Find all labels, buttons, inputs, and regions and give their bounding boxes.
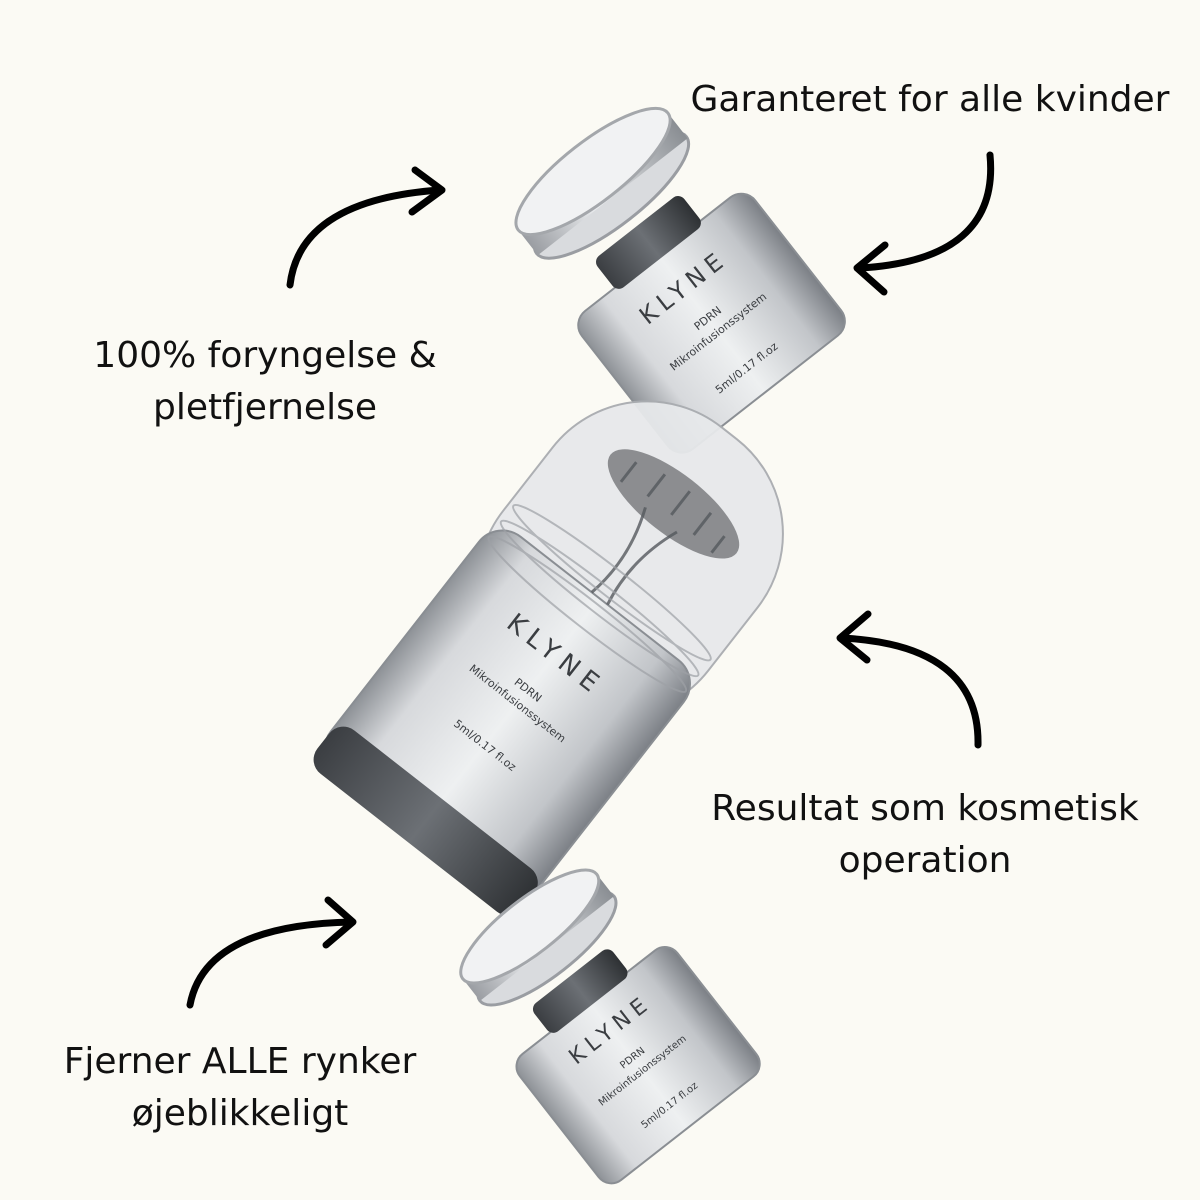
callout-result-line2: operation bbox=[838, 840, 1012, 881]
curved-arrow-icon bbox=[836, 610, 982, 749]
bottom-vial: KLYNE PDRN Mikroinfusionssystem 5ml/0.17… bbox=[459, 868, 761, 1185]
callout-guaranteed: Garanteret for alle kvinder bbox=[690, 74, 1170, 126]
curved-arrow-icon bbox=[286, 166, 446, 289]
callout-rejuvenation-line2: pletfjernelse bbox=[153, 387, 377, 428]
callout-result: Resultat som kosmetisk operation bbox=[690, 783, 1160, 887]
callout-rejuvenation-line1: 100% foryngelse & bbox=[93, 335, 437, 376]
top-vial: KLYNE PDRN Mikroinfusionssystem 5ml/0.17… bbox=[514, 106, 846, 454]
callout-wrinkles-line1: Fjerner ALLE rynker bbox=[63, 1041, 417, 1082]
callout-rejuvenation: 100% foryngelse & pletfjernelse bbox=[60, 330, 470, 434]
callout-result-line1: Resultat som kosmetisk bbox=[711, 788, 1139, 829]
curved-arrow-icon bbox=[853, 151, 995, 296]
curved-arrow-icon bbox=[186, 896, 357, 1009]
applicator-bottle: KLYNE PDRN Mikroinfusionssystem 5ml/0.17… bbox=[313, 400, 784, 916]
callout-wrinkles-line2: øjeblikkeligt bbox=[131, 1093, 349, 1134]
callout-guaranteed-line1: Garanteret for alle kvinder bbox=[690, 79, 1170, 120]
callout-wrinkles: Fjerner ALLE rynker øjeblikkeligt bbox=[40, 1036, 440, 1140]
